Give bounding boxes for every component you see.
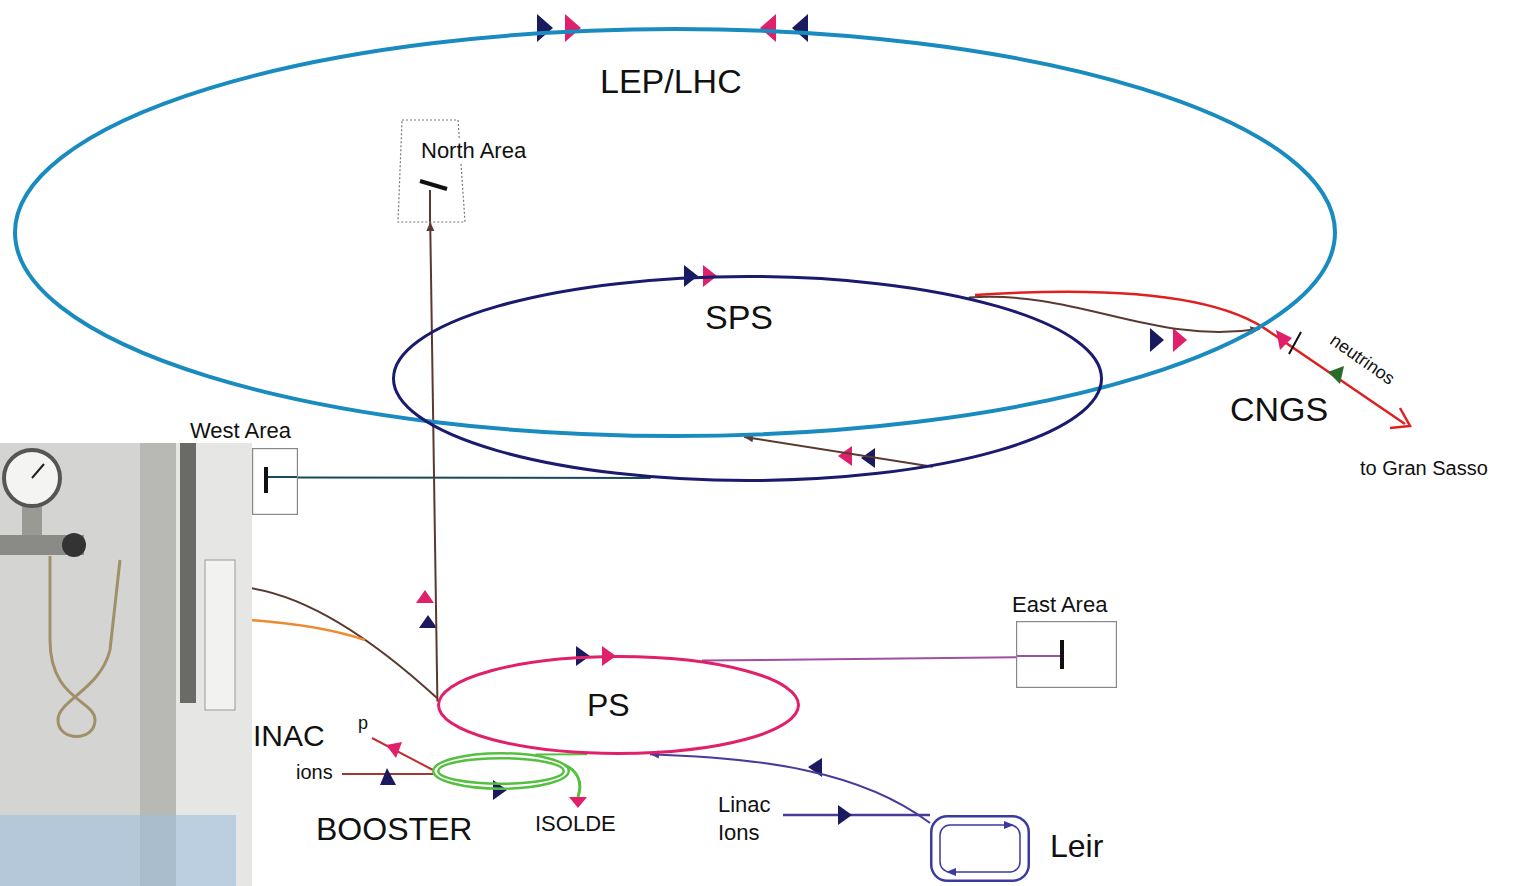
synchrotron-ring-outline xyxy=(394,277,1102,481)
particle-name: ions xyxy=(296,761,333,784)
beam-marker xyxy=(537,14,553,42)
ion-ring-outline xyxy=(940,825,1020,872)
photo xyxy=(180,443,196,703)
booster-ring: BOOSTER xyxy=(432,752,570,790)
photo xyxy=(205,560,235,710)
accelerator-name: INAC xyxy=(253,719,325,754)
beam-marker xyxy=(1150,328,1164,352)
label-holder: ions xyxy=(296,761,333,784)
facility-name: ISOLDE xyxy=(535,811,616,836)
booster-ring-outline xyxy=(432,752,570,790)
beam-name: CNGS xyxy=(1230,390,1328,429)
node-label: North Area xyxy=(419,138,528,163)
experiment-area-outline xyxy=(398,120,465,222)
transfer-line xyxy=(430,222,437,702)
particle-name: p xyxy=(358,713,368,734)
target-bar xyxy=(264,467,268,493)
beam-line xyxy=(429,190,431,222)
arrow-head xyxy=(1390,408,1410,428)
beam-marker xyxy=(838,446,852,466)
beam-line xyxy=(372,738,433,770)
label-holder: p xyxy=(358,713,368,734)
experiment-area-outline xyxy=(252,448,298,515)
ion-ring: Leir xyxy=(930,815,1030,882)
synchrotron-ring-outline xyxy=(439,657,799,754)
photo xyxy=(0,443,252,886)
beam-marker xyxy=(792,14,808,42)
booster-ring-outline xyxy=(438,758,564,784)
label-holder: CNGS xyxy=(1230,390,1328,429)
beam-marker xyxy=(946,868,956,876)
photo xyxy=(0,443,252,886)
beam-line xyxy=(266,476,298,478)
label-holder: Linac Ions xyxy=(718,791,782,846)
node-label: LEP/LHC xyxy=(600,62,742,101)
node-label: PS xyxy=(587,687,630,724)
photo xyxy=(50,556,120,737)
beam-marker xyxy=(380,14,1344,825)
ion-ring-outline xyxy=(930,815,1030,882)
beam-marker xyxy=(416,590,434,603)
experiment-area-outline xyxy=(253,449,298,515)
transfer-line xyxy=(744,437,933,467)
beam-marker xyxy=(1276,330,1292,350)
ion-ring-outline xyxy=(931,816,1029,881)
synchrotron-ring: PS xyxy=(437,655,800,755)
collider-ring: LEP/LHC North Area xyxy=(13,27,1337,438)
beam-line xyxy=(565,765,580,797)
experiment-area-outline xyxy=(398,120,465,222)
collider-ring-outline xyxy=(15,29,1335,436)
target-bar xyxy=(266,181,1301,669)
accelerator-name: Linac Ions xyxy=(718,791,782,846)
beam-marker xyxy=(838,805,852,825)
node-label: Leir xyxy=(1050,828,1103,865)
beam-marker xyxy=(684,265,698,287)
transfer-line xyxy=(298,477,651,480)
node-label: East Area xyxy=(1012,592,1107,617)
beam-marker xyxy=(1004,821,1014,829)
label-holder: INAC xyxy=(253,719,325,754)
transfer-line xyxy=(702,657,1016,660)
destination-note: to Gran Sasso xyxy=(1360,457,1488,480)
photo xyxy=(0,815,236,886)
experiment-area-outline xyxy=(1016,621,1117,688)
transfer-line xyxy=(650,754,930,823)
experiment-area: West Area xyxy=(252,448,298,515)
beam-marker xyxy=(565,14,581,42)
beam-line xyxy=(250,588,437,698)
label-holder: ISOLDE xyxy=(535,811,616,836)
label-holder: neutrinos xyxy=(1332,328,1406,349)
synchrotron-ring: SPS xyxy=(392,275,1103,482)
beam-marker xyxy=(569,797,587,808)
beam-marker xyxy=(1173,328,1187,352)
booster-ring-outline xyxy=(433,753,569,789)
photo xyxy=(4,450,60,506)
beam-marker xyxy=(386,742,402,758)
experiment-area: East Area xyxy=(1016,621,1117,688)
node-label: SPS xyxy=(705,298,773,337)
beam-line xyxy=(250,190,1405,815)
beam-marker xyxy=(760,14,776,42)
beam-marker xyxy=(380,768,396,785)
beam-marker xyxy=(1328,366,1344,384)
node-label: West Area xyxy=(190,418,291,443)
experiment-area-outline xyxy=(1017,622,1117,688)
beam-marker xyxy=(419,615,437,628)
target-bar xyxy=(1060,640,1064,669)
photo xyxy=(62,533,86,557)
target-bar xyxy=(1289,332,1301,354)
experiment-area: North Area xyxy=(398,120,465,222)
beam-line xyxy=(1016,655,1062,657)
photo xyxy=(32,464,44,478)
beam-line xyxy=(250,620,365,640)
label-holder: to Gran Sasso xyxy=(1360,457,1488,480)
target-bar xyxy=(420,181,447,189)
node-label: BOOSTER xyxy=(316,811,472,848)
beam-line xyxy=(783,814,930,817)
transfer-line xyxy=(969,297,1260,332)
